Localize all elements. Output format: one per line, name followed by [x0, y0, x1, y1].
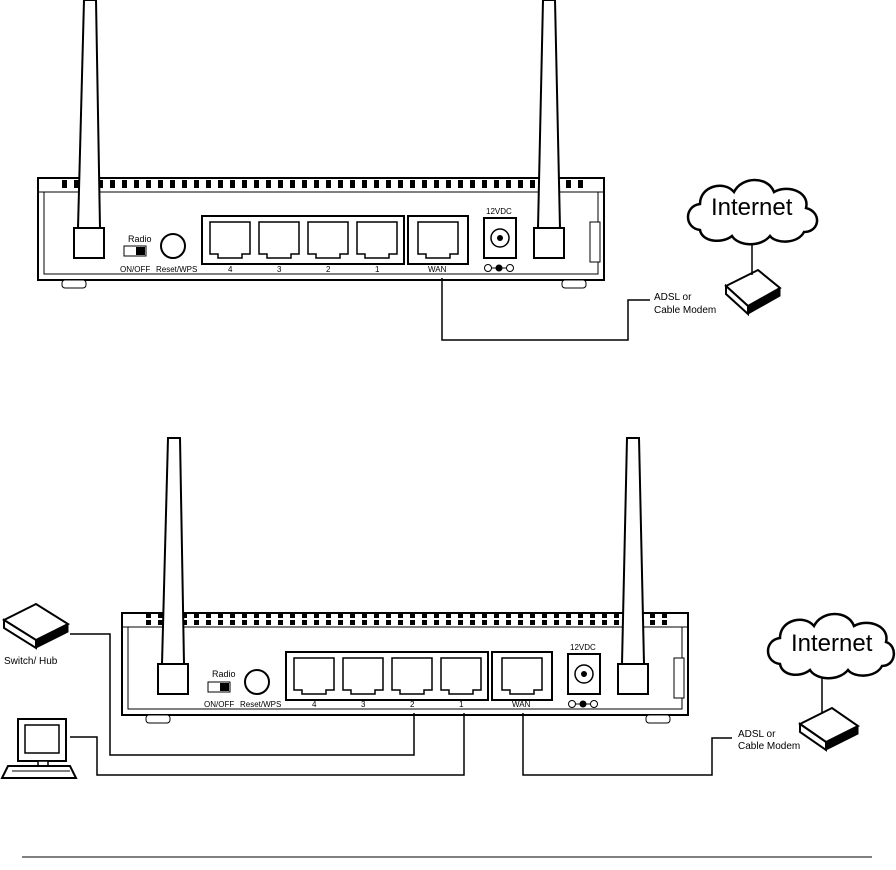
power-label: 12VDC	[570, 643, 596, 652]
internet-label: Internet	[791, 630, 873, 657]
port-label-3: 3	[361, 700, 366, 709]
lan-port-1-icon	[357, 222, 397, 258]
antenna-right	[618, 438, 648, 694]
antenna-left	[158, 438, 188, 694]
computer-icon	[2, 719, 76, 778]
reset-button-icon	[245, 670, 269, 694]
wan-port-icon	[418, 222, 458, 258]
wan-cable	[442, 278, 650, 340]
switch-hub-icon	[4, 604, 68, 648]
modem-icon	[726, 270, 780, 314]
port-label-4: 4	[312, 700, 317, 709]
modem-label-line2: Cable Modem	[654, 305, 716, 316]
radio-switch	[208, 682, 230, 692]
port-label-4: 4	[228, 265, 233, 274]
reset-button-icon	[161, 234, 185, 258]
port-label-2: 2	[410, 700, 415, 709]
lan-cable-pc	[70, 713, 464, 775]
modem-label-line1: ADSL or	[738, 729, 776, 740]
reset-label: Reset/WPS	[240, 700, 281, 709]
port-label-1: 1	[375, 265, 380, 274]
lan-port-3-icon	[259, 222, 299, 258]
lan-port-3-icon	[343, 658, 383, 694]
reset-label: Reset/WPS	[156, 265, 197, 274]
antenna-left	[74, 0, 104, 258]
radio-label: Radio	[212, 669, 236, 679]
port-label-1: 1	[459, 700, 464, 709]
modem-icon	[800, 708, 858, 750]
internet-label: Internet	[711, 194, 793, 221]
router-diagram-2: Radio ON/OFF Reset/WPS 4 3 2 1 WAN 12VDC	[2, 438, 894, 778]
wan-port-icon	[502, 658, 542, 694]
onoff-label: ON/OFF	[120, 265, 150, 274]
router-diagram-1: Radio ON/OFF Reset/WPS 4 3 2 1 WAN 1	[38, 0, 817, 340]
lan-port-4-icon	[210, 222, 250, 258]
radio-label: Radio	[128, 234, 152, 244]
port-label-3: 3	[277, 265, 282, 274]
onoff-label: ON/OFF	[204, 700, 234, 709]
wan-label: WAN	[428, 265, 447, 274]
modem-label-line1: ADSL or	[654, 292, 692, 303]
switch-hub-label: Switch/ Hub	[4, 656, 58, 667]
lan-port-2-icon	[308, 222, 348, 258]
wan-label: WAN	[512, 700, 531, 709]
port-label-2: 2	[326, 265, 331, 274]
radio-switch	[124, 246, 146, 256]
lan-port-4-icon	[294, 658, 334, 694]
antenna-right	[534, 0, 564, 258]
lan-port-1-icon	[441, 658, 481, 694]
lan-port-2-icon	[392, 658, 432, 694]
modem-label-line2: Cable Modem	[738, 741, 800, 752]
wan-cable	[523, 713, 732, 775]
power-label: 12VDC	[486, 207, 512, 216]
